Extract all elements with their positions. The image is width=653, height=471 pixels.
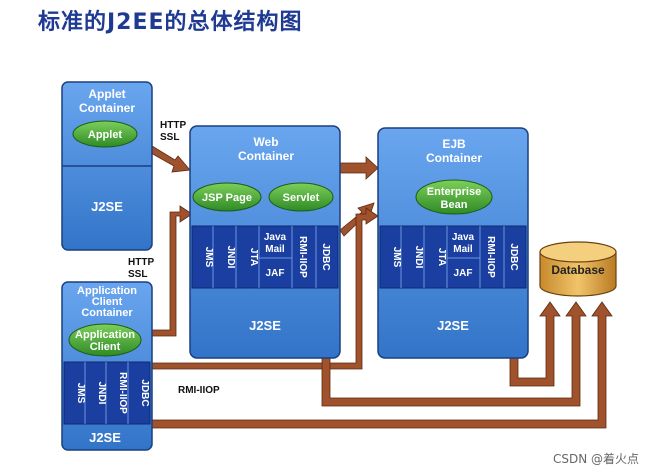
applet-container: Applet Container Applet J2SE xyxy=(61,81,153,251)
app-client-container-title-2: Client xyxy=(92,296,123,308)
database: Database xyxy=(539,241,617,297)
applet-component: Applet xyxy=(88,129,123,141)
client-j2se: J2SE xyxy=(89,430,121,445)
client-api-rmi-iiop: RMI-IIOP xyxy=(117,372,128,414)
ejb-api-jdbc: JDBC xyxy=(508,243,519,270)
applet-container-title-1: Applet xyxy=(88,87,125,101)
web-api-rmi-iiop: RMI-IIOP xyxy=(297,236,308,278)
ejb-api-jta: JTA xyxy=(436,248,447,266)
protocol-rmi-iiop: RMI-IIOP xyxy=(178,385,220,396)
client-api-jms: JMS xyxy=(75,383,86,404)
arrow-web-jdbc-to-db xyxy=(321,287,587,407)
ejb-api-java: Java xyxy=(452,232,475,243)
ejb-api-jms: JMS xyxy=(391,247,402,268)
servlet-component: Servlet xyxy=(283,192,320,204)
arrow-ejb-jdbc-to-db xyxy=(509,287,561,387)
app-client-container-title-3: Container xyxy=(81,307,133,319)
web-api-jndi: JNDI xyxy=(225,246,236,269)
applet-j2se: J2SE xyxy=(91,199,123,214)
enterprise-bean-line-1: Enterprise xyxy=(427,186,481,198)
arrow-client-to-web xyxy=(151,205,193,337)
jsp-page-component: JSP Page xyxy=(202,192,252,204)
arrow-applet-to-web xyxy=(150,145,191,173)
app-client-component-line-1: Application xyxy=(75,329,135,341)
web-container-title-2: Container xyxy=(238,149,294,163)
connector-arrows xyxy=(149,145,613,429)
arrow-web-to-ejb-top xyxy=(339,156,379,180)
web-container: Web Container JSP Page Servlet JMS JNDI … xyxy=(189,125,341,359)
web-api-java: Java xyxy=(264,232,287,243)
protocol-ssl-1: SSL xyxy=(160,132,179,143)
protocol-ssl-2: SSL xyxy=(128,269,147,280)
ejb-j2se: J2SE xyxy=(437,318,469,333)
application-client-container: Application Client Container Application… xyxy=(61,281,153,451)
app-client-component-line-2: Client xyxy=(90,341,121,353)
enterprise-bean-line-2: Bean xyxy=(441,199,468,211)
web-container-title-1: Web xyxy=(253,135,278,149)
client-api-jndi: JNDI xyxy=(96,382,107,405)
page-title: 标准的J2EE的总体结构图 xyxy=(38,10,303,35)
ejb-api-mail: Mail xyxy=(453,244,473,255)
web-api-mail: Mail xyxy=(265,244,285,255)
ejb-container-title-2: Container xyxy=(426,151,482,165)
ejb-api-jaf: JAF xyxy=(454,268,473,279)
client-api-jdbc: JDBC xyxy=(139,379,150,406)
ejb-api-rmi-iiop: RMI-IIOP xyxy=(485,236,496,278)
web-j2se: J2SE xyxy=(249,318,281,333)
protocol-http-1: HTTP xyxy=(160,120,186,131)
web-api-jms: JMS xyxy=(203,247,214,268)
applet-container-title-2: Container xyxy=(79,101,135,115)
protocol-http-2: HTTP xyxy=(128,257,154,268)
watermark: CSDN @着火点 xyxy=(552,452,639,466)
ejb-api-jndi: JNDI xyxy=(413,246,424,269)
web-api-jta: JTA xyxy=(248,248,259,266)
database-label: Database xyxy=(551,263,605,277)
ejb-container-title-1: EJB xyxy=(442,137,466,151)
ejb-container: EJB Container Enterprise Bean JMS JNDI J… xyxy=(377,127,529,359)
web-api-jdbc: JDBC xyxy=(320,243,331,270)
web-api-jaf: JAF xyxy=(266,268,285,279)
app-client-container-title-1: Application xyxy=(77,285,137,297)
arrow-client-jdbc-to-db xyxy=(149,301,613,429)
